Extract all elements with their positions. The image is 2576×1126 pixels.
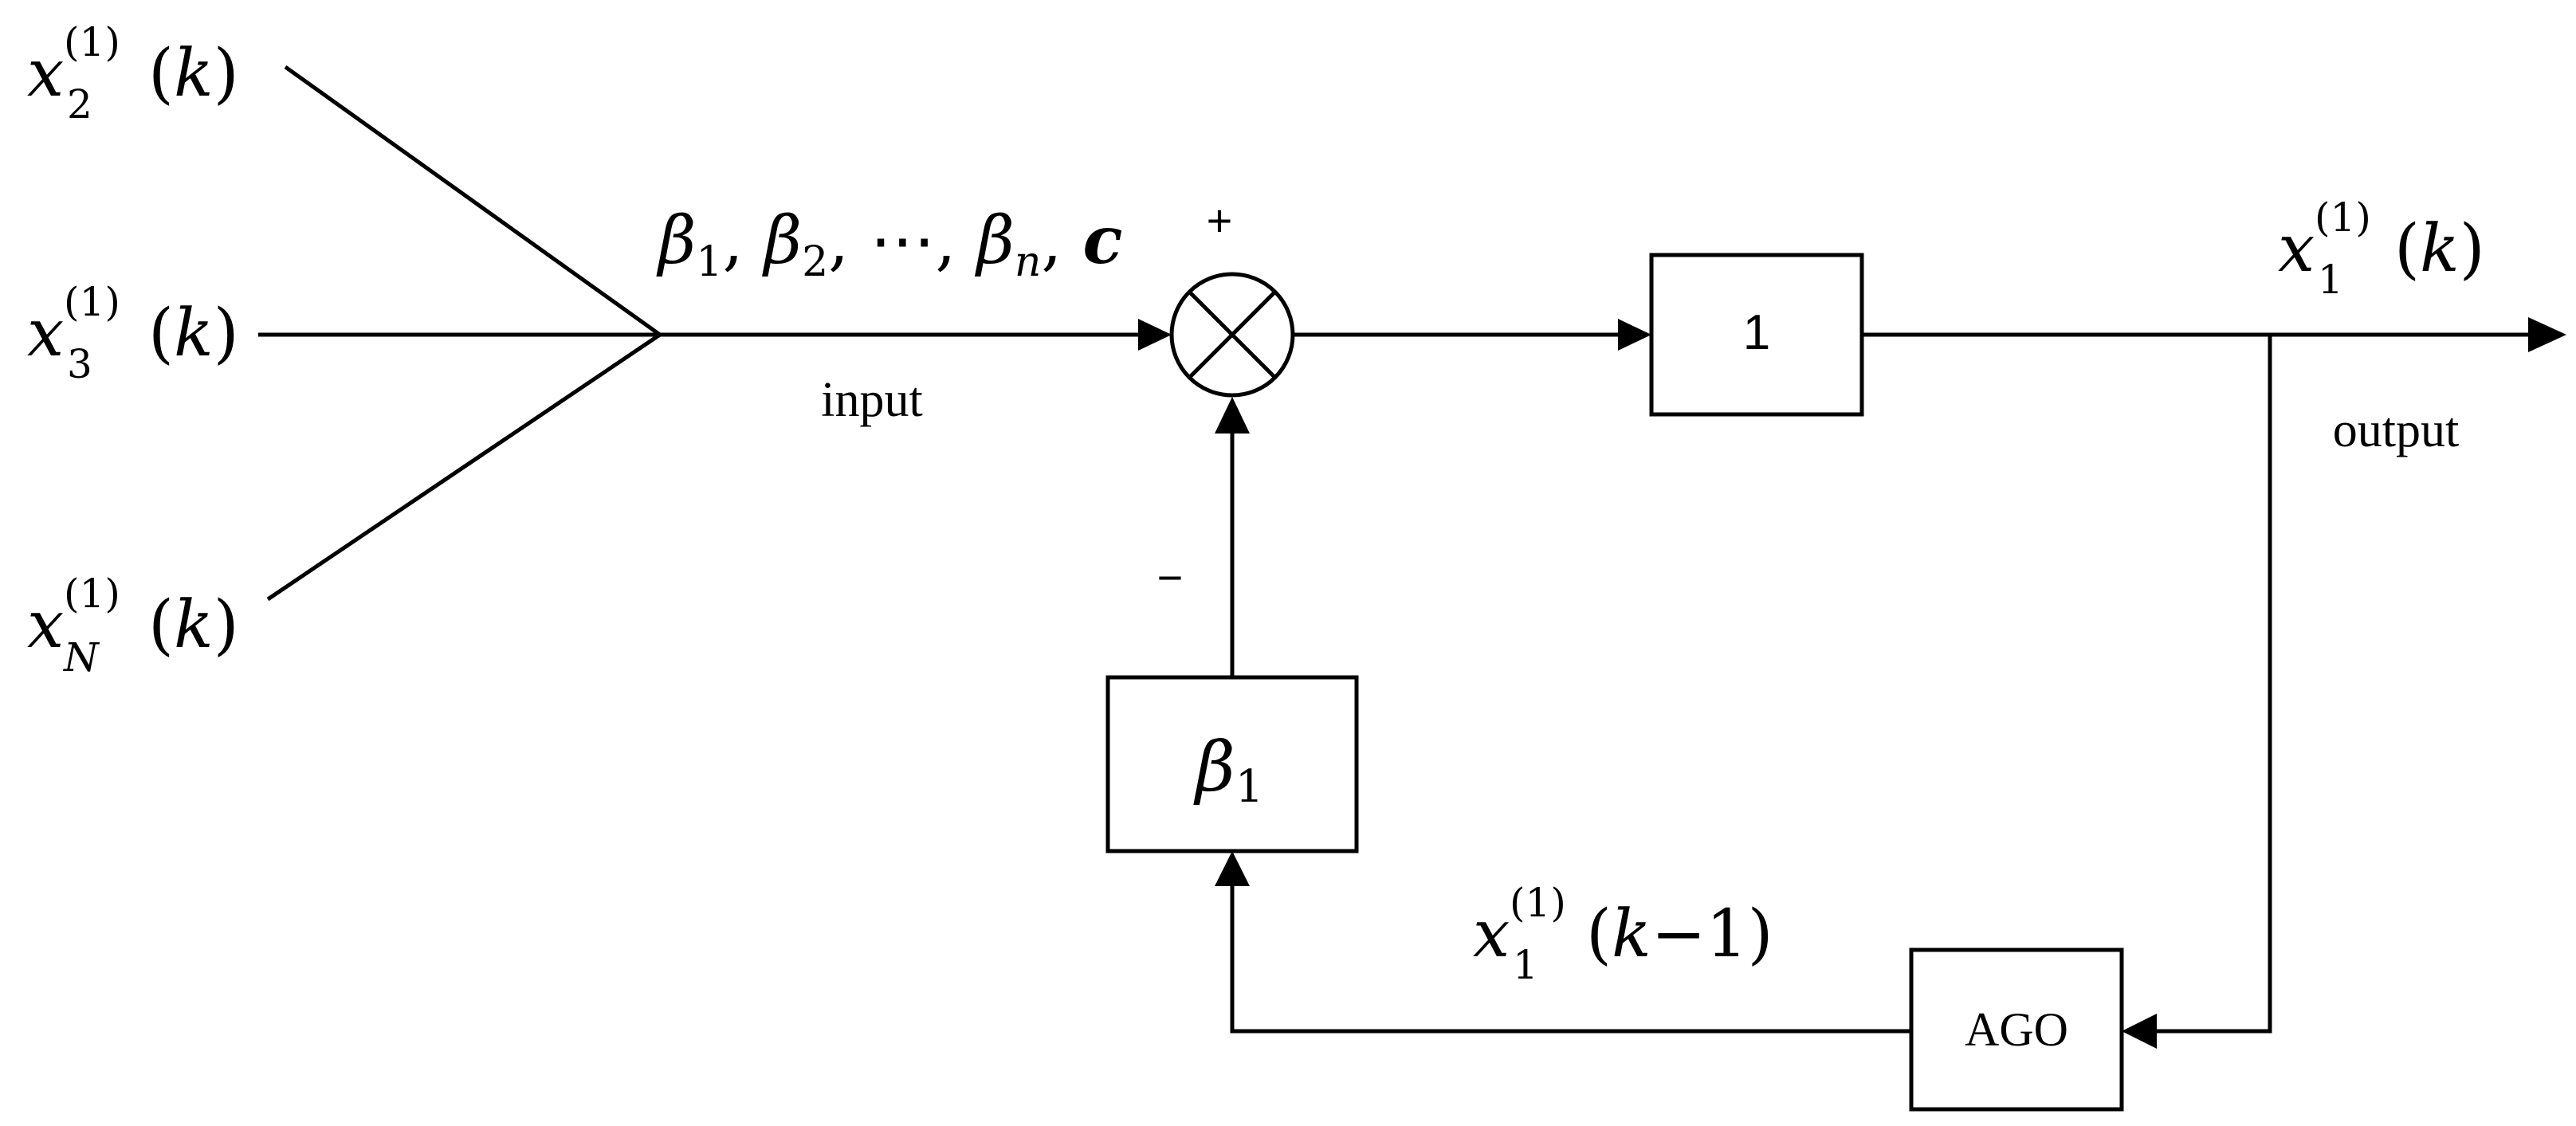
coefficient-label: β1, β2, ⋯, βn, c xyxy=(656,202,1122,286)
output-label: output xyxy=(2333,403,2459,457)
svg-text:x: x xyxy=(27,296,64,371)
svg-text:3: 3 xyxy=(67,341,92,387)
input-line-xN xyxy=(266,332,662,602)
svg-text:β1, β2, ⋯, βn, c: β1, β2, ⋯, βn, c xyxy=(656,202,1122,286)
svg-text:(k−1): (k−1) xyxy=(1586,896,1773,972)
feedback-line-down xyxy=(2150,335,2272,1034)
input-label: input xyxy=(821,373,922,427)
plus-sign: + xyxy=(1207,195,1233,245)
svg-text:1: 1 xyxy=(2318,257,2343,303)
svg-text:(k): (k) xyxy=(148,296,239,371)
input-label-x3: x (1) 3 (k) xyxy=(27,279,239,387)
ago-arrowhead xyxy=(2122,1014,2157,1049)
svg-text:N: N xyxy=(63,634,100,681)
beta-feedback-label: β1 xyxy=(1193,728,1263,813)
svg-text:x: x xyxy=(1473,896,1510,972)
input-label-x2: x (1) 2 (k) xyxy=(27,19,239,128)
unit-block-arrowhead xyxy=(1618,319,1651,351)
junction-bottom-arrowhead xyxy=(1215,397,1250,434)
svg-text:(1): (1) xyxy=(1510,880,1566,926)
input-line-x2 xyxy=(284,65,662,337)
svg-text:2: 2 xyxy=(67,81,92,128)
summing-junction xyxy=(1169,272,1295,398)
svg-text:(1): (1) xyxy=(64,279,120,325)
unit-block-label: 1 xyxy=(1743,305,1770,360)
svg-text:x: x xyxy=(27,587,64,663)
output-arrowhead xyxy=(2528,317,2566,352)
svg-text:x: x xyxy=(2278,211,2315,287)
input-arrowhead xyxy=(1138,319,1172,351)
svg-text:x: x xyxy=(27,36,64,112)
output-variable-label: x (1) 1 (k) xyxy=(2278,194,2485,303)
svg-text:1: 1 xyxy=(1513,942,1538,988)
delayed-signal-label: x (1) 1 (k−1) xyxy=(1473,880,1773,988)
beta-block-arrowhead xyxy=(1215,851,1250,886)
svg-text:(1): (1) xyxy=(64,571,120,617)
unit-block xyxy=(1649,253,1864,417)
ago-block-label: AGO xyxy=(1965,1003,2068,1056)
svg-text:(1): (1) xyxy=(2315,194,2371,241)
svg-text:(1): (1) xyxy=(64,19,120,65)
svg-text:(k): (k) xyxy=(2394,211,2485,287)
feedback-line-left xyxy=(1230,877,1911,1034)
svg-text:(k): (k) xyxy=(148,587,239,663)
minus-sign: − xyxy=(1157,552,1184,602)
input-label-xN: x (1) N (k) xyxy=(27,571,239,681)
svg-text:(k): (k) xyxy=(148,36,239,112)
